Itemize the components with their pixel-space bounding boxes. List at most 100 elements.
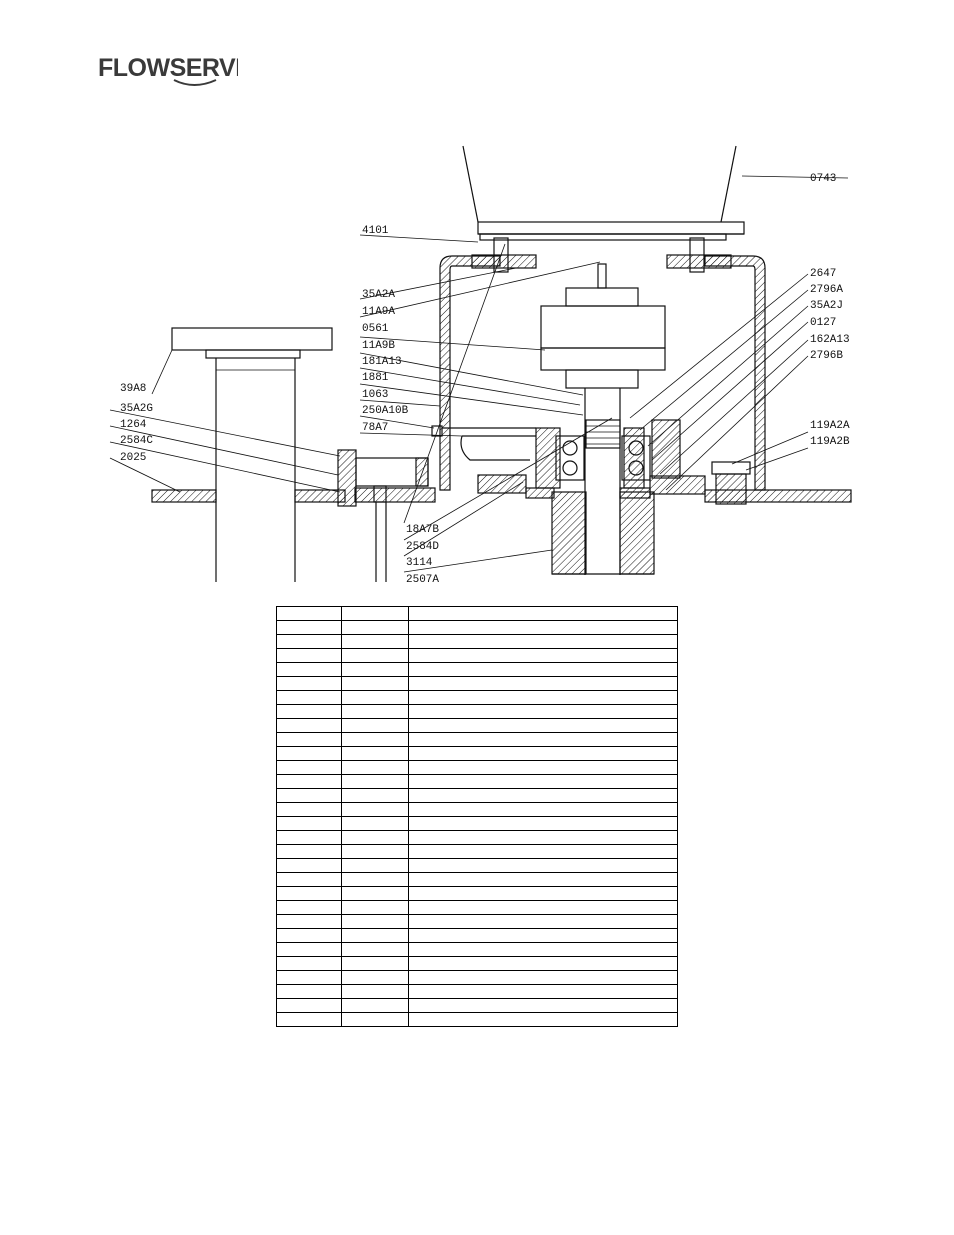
table-cell [341,956,409,971]
brand-name: FLOWSERVE [98,54,238,82]
callout-label: 1264 [120,419,147,431]
table-row [276,942,678,957]
table-cell [341,816,409,831]
table-cell [408,942,678,957]
table-cell [408,676,678,691]
table-cell [276,718,342,733]
table-cell [276,844,342,859]
table-row [276,858,678,873]
table-cell [341,872,409,887]
table-cell [276,816,342,831]
callout-label: 119A2B [810,436,850,448]
table-cell [276,900,342,915]
callout-label: 39A8 [120,383,146,395]
table-cell [408,746,678,761]
table-cell [408,718,678,733]
callout-label: 0743 [810,173,836,185]
table-row [276,634,678,649]
callout-label: 11A9B [362,340,395,352]
callout-label: 2647 [810,268,836,280]
table-cell [341,788,409,803]
table-cell [408,816,678,831]
table-row [276,816,678,831]
bearing-assembly [535,419,681,489]
table-cell [408,844,678,859]
table-cell [341,760,409,775]
table-cell [276,914,342,929]
parts-list-table [276,606,678,1027]
table-cell [408,830,678,845]
callout-label: 2507A [406,574,439,586]
table-cell [276,774,342,789]
flowserve-logo: FLOWSERVE [98,54,238,86]
table-cell [408,928,678,943]
table-cell [341,718,409,733]
table-cell [408,788,678,803]
table-cell [276,984,342,999]
table-row [276,956,678,971]
table-cell [276,802,342,817]
table-cell [276,662,342,677]
table-cell [408,690,678,705]
table-cell [341,606,409,621]
table-row [276,914,678,929]
table-row [276,648,678,663]
table-cell [276,998,342,1013]
table-cell [408,774,678,789]
table-cell [341,984,409,999]
callout-label: 119A2A [810,420,850,432]
table-cell [408,802,678,817]
table-cell [341,704,409,719]
table-cell [341,774,409,789]
callout-label: 11A9A [362,306,395,318]
table-cell [276,928,342,943]
table-cell [408,620,678,635]
table-cell [276,690,342,705]
table-cell [276,648,342,663]
table-cell [341,620,409,635]
table-cell [408,984,678,999]
table-cell [276,830,342,845]
callout-label: 0127 [810,317,836,329]
callout-label: 3114 [406,557,433,569]
callout-label: 2584D [406,541,439,553]
callout-label: 0561 [362,323,389,335]
table-row [276,732,678,747]
callout-label: 2025 [120,452,146,464]
table-row [276,844,678,859]
motor-support [462,145,745,241]
callout-label: 35A2A [362,289,395,301]
callout-labels-left: 4101 35A2A 11A9A 0561 11A9B 181A13 1881 … [120,225,409,464]
table-row [276,704,678,719]
table-row [276,746,678,761]
table-cell [276,970,342,985]
oil-line [431,425,536,461]
column-pipe [171,327,333,582]
callout-label: 162A13 [810,334,850,346]
table-cell [408,998,678,1013]
table-cell [341,858,409,873]
table-row [276,900,678,915]
table-cell [408,648,678,663]
table-row [276,718,678,733]
table-cell [341,662,409,677]
table-cell [276,634,342,649]
table-cell [408,606,678,621]
table-row [276,676,678,691]
table-cell [276,732,342,747]
table-cell [408,872,678,887]
table-cell [341,914,409,929]
table-row [276,788,678,803]
table-cell [276,886,342,901]
table-cell [408,634,678,649]
callout-label: 78A7 [362,422,388,434]
table-cell [341,676,409,691]
table-cell [341,900,409,915]
table-row [276,984,678,999]
table-row [276,998,678,1013]
table-row [276,690,678,705]
table-cell [408,956,678,971]
callout-label: 1063 [362,389,388,401]
table-cell [276,676,342,691]
table-cell [341,844,409,859]
